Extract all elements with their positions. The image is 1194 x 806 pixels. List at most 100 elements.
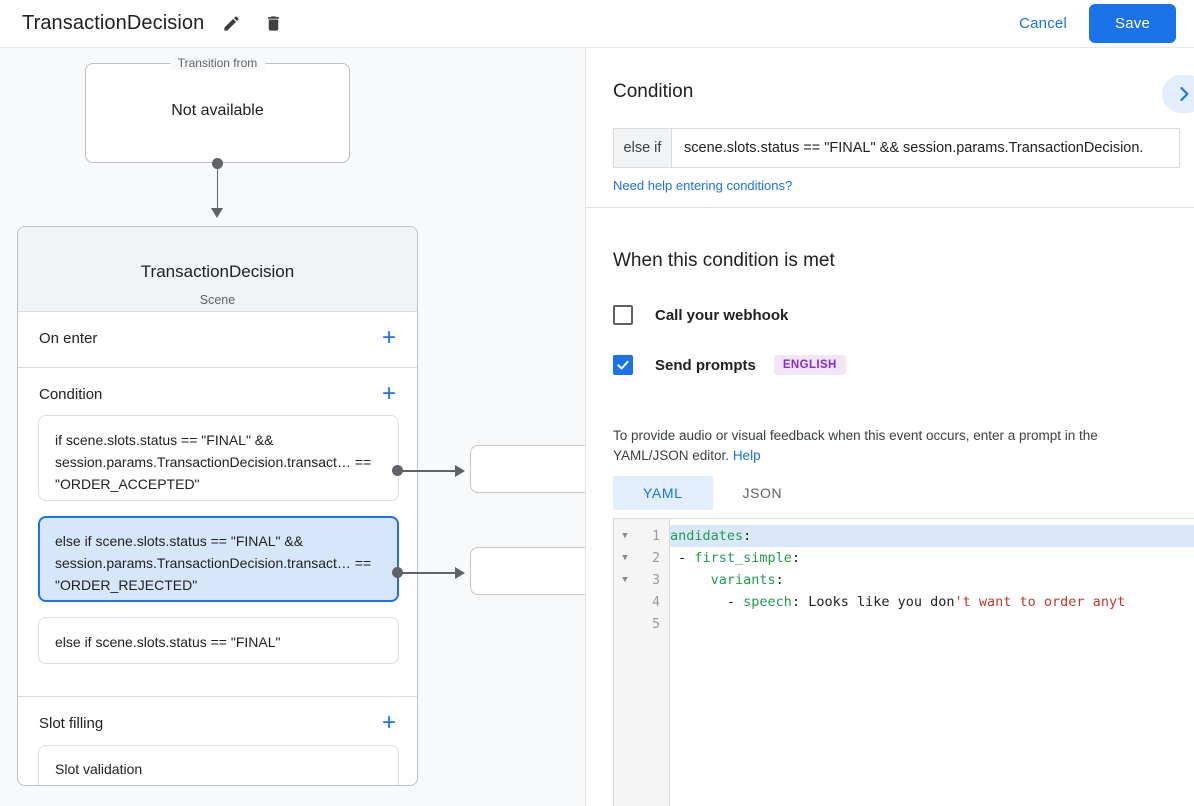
call-webhook-checkbox[interactable] xyxy=(613,305,633,325)
editor-gutter-line: ▼3 xyxy=(614,569,669,591)
edge-dot-2 xyxy=(392,567,403,578)
code-token: - xyxy=(670,550,695,566)
code-token: 't want to order anyt xyxy=(954,594,1126,610)
scene-header xyxy=(18,227,417,312)
editor-gutter-line: ▼1 xyxy=(614,525,669,547)
editor-code-area[interactable]: andidates: - first_simple: variants: - s… xyxy=(670,519,1194,806)
call-webhook-checkbox-row[interactable]: Call your webhook xyxy=(613,305,788,325)
panel-title: Condition xyxy=(613,81,694,102)
code-token: speech xyxy=(743,594,792,610)
connector-arrow xyxy=(211,208,223,218)
flow-canvas: Transition from Not available Transition… xyxy=(0,48,585,806)
editor-line-number: 3 xyxy=(652,572,660,588)
editor-code-line xyxy=(670,613,1194,635)
condition-input[interactable] xyxy=(672,129,1179,167)
code-token xyxy=(670,572,711,588)
condition-card-1[interactable]: if scene.slots.status == "FINAL" && sess… xyxy=(38,415,399,501)
editor-gutter-line: 4 xyxy=(614,591,669,613)
call-webhook-label: Call your webhook xyxy=(655,306,789,324)
save-button[interactable]: Save xyxy=(1089,4,1176,43)
tab-json[interactable]: JSON xyxy=(742,485,783,501)
code-token: - xyxy=(670,594,744,610)
add-slot-filling-button[interactable]: + xyxy=(381,709,396,736)
editor-code-line: - first_simple: xyxy=(670,547,1194,569)
section-on-enter: On enter + xyxy=(18,312,417,368)
section-title-on-enter: On enter xyxy=(39,330,98,347)
code-token: : xyxy=(743,528,752,544)
transition-from-title: Not available xyxy=(171,102,264,119)
section-title-condition: Condition xyxy=(39,386,103,403)
edge-arrow-2 xyxy=(455,566,465,579)
transition-from-node[interactable]: Transition from Not available xyxy=(85,56,350,163)
editor-format-tabs: YAML JSON xyxy=(613,476,812,510)
section-head-slot-filling: Slot filling + xyxy=(18,697,417,753)
editor-line-number: 5 xyxy=(652,616,660,632)
code-token: : xyxy=(791,550,801,566)
check-icon xyxy=(617,360,629,370)
condition-help-link[interactable]: Need help entering conditions? xyxy=(613,178,793,193)
pencil-icon xyxy=(224,16,239,31)
scene-subtitle: Scene xyxy=(199,293,236,307)
condition-card-2-selected[interactable]: else if scene.slots.status == "FINAL" &&… xyxy=(38,516,399,602)
condition-prefix-label: else if xyxy=(614,129,672,167)
code-token: : xyxy=(775,572,784,588)
panel-body: When this condition is met Call your web… xyxy=(586,208,1194,806)
code-token: first_simple xyxy=(694,550,792,566)
add-on-enter-button[interactable]: + xyxy=(381,324,396,351)
section-title-slot-filling: Slot filling xyxy=(39,715,104,732)
editor-gutter-line: 5 xyxy=(614,613,669,635)
edit-pencil-icon[interactable] xyxy=(216,9,246,39)
code-token: : xyxy=(791,594,809,610)
editor-gutter-line: ▼2 xyxy=(614,547,669,569)
chevron-right-icon xyxy=(1180,87,1189,101)
add-condition-button[interactable]: + xyxy=(381,380,396,407)
scene-name: TransactionDecision xyxy=(140,262,295,281)
fold-arrow-icon[interactable]: ▼ xyxy=(622,575,628,585)
prompts-description: To provide audio or visual feedback when… xyxy=(613,426,1173,466)
target-card-2[interactable] xyxy=(470,547,585,595)
connector-line xyxy=(216,163,218,216)
code-token: variants xyxy=(710,572,776,588)
when-condition-met-title: When this condition is met xyxy=(613,250,835,271)
transition-from-legend: Transition from xyxy=(169,56,266,70)
transition-to-node: Transition to TransactionDecision Scene … xyxy=(17,226,418,786)
section-head-condition: Condition + xyxy=(18,368,417,424)
language-badge: ENGLISH xyxy=(773,355,846,375)
send-prompts-checkbox[interactable] xyxy=(613,355,633,375)
edge-dot-1 xyxy=(392,465,403,476)
fold-arrow-icon[interactable]: ▼ xyxy=(622,531,628,541)
tab-yaml[interactable]: YAML xyxy=(613,476,713,510)
cancel-button[interactable]: Cancel xyxy=(1005,6,1081,41)
editor-code-line: andidates: xyxy=(670,525,1194,547)
send-prompts-checkbox-row[interactable]: Send prompts ENGLISH xyxy=(613,355,846,375)
prompts-help-link[interactable]: Help xyxy=(732,448,761,463)
section-condition: Condition + if scene.slots.status == "FI… xyxy=(18,368,417,697)
code-token: Looks like you don xyxy=(808,594,955,610)
edge-line-1 xyxy=(398,470,463,472)
editor-line-number: 4 xyxy=(652,594,660,610)
trash-icon xyxy=(267,16,279,31)
edge-line-2 xyxy=(398,572,463,574)
delete-trash-icon[interactable] xyxy=(258,9,288,39)
panel-header: Condition else if Need help entering con… xyxy=(586,48,1194,208)
slot-validation-card[interactable]: Slot validation xyxy=(38,745,399,785)
editor-line-number: 1 xyxy=(652,528,660,544)
editor-code-line: variants: xyxy=(670,569,1194,591)
section-slot-filling: Slot filling + Slot validation xyxy=(18,697,417,785)
page-title: TransactionDecision xyxy=(22,12,205,34)
send-prompts-label: Send prompts xyxy=(655,356,756,374)
collapse-panel-button[interactable] xyxy=(1162,75,1194,113)
top-bar: TransactionDecision Cancel Save xyxy=(0,0,1194,48)
target-card-1[interactable] xyxy=(470,445,585,493)
condition-detail-panel: Condition else if Need help entering con… xyxy=(585,48,1194,806)
code-token: andidates xyxy=(670,528,744,544)
condition-input-row: else if xyxy=(613,128,1180,168)
editor-code-line: - speech: Looks like you don't want to o… xyxy=(670,591,1194,613)
edge-arrow-1 xyxy=(455,464,465,477)
condition-card-3[interactable]: else if scene.slots.status == "FINAL" xyxy=(38,617,399,664)
editor-line-number: 2 xyxy=(652,550,660,566)
fold-arrow-icon[interactable]: ▼ xyxy=(622,553,628,563)
